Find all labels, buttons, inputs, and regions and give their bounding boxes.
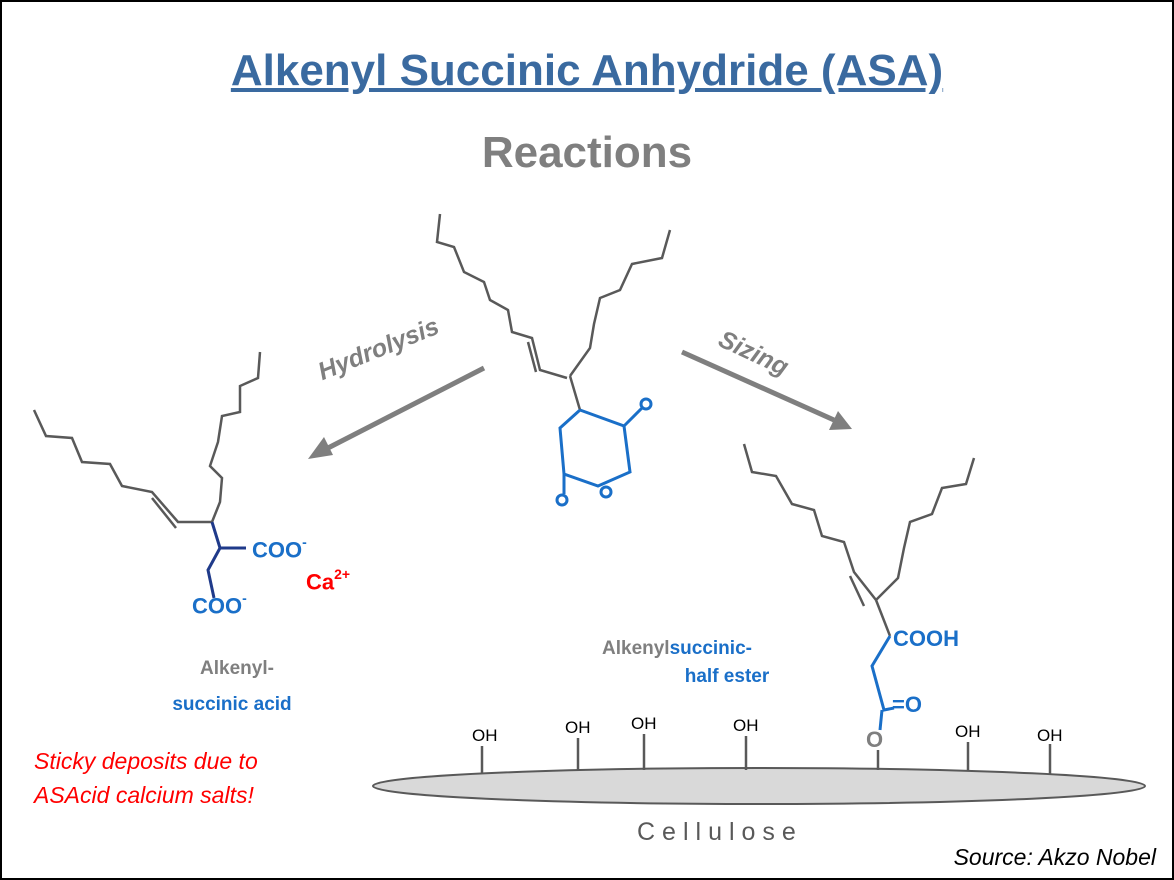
hydroxyl-label: OH (631, 714, 657, 733)
hydroxyl-label: OH (733, 716, 759, 735)
sizing-arrow-icon (680, 349, 852, 430)
asa-molecule-icon (435, 213, 672, 507)
ester-molecule-icon (742, 443, 976, 731)
acid-name-line1: Alkenyl- (200, 658, 274, 679)
acid-molecule-icon (32, 351, 262, 599)
hydroxyl-label: OH (955, 722, 981, 741)
slide-subtitle: Reactions (481, 128, 693, 177)
carbonyl-oxygen: =O (892, 692, 922, 717)
ester-name-line1: Alkenylsuccinic- (602, 638, 752, 659)
carboxylate-upper: COO- (252, 534, 307, 563)
acid-name-line2: succinic acid (172, 694, 292, 715)
hydroxyl-label: OH (472, 726, 498, 745)
hydrolysis-arrow-icon (308, 365, 486, 459)
carboxylate-lower: COO- (192, 590, 247, 619)
ester-oxygen: O (866, 727, 884, 752)
ester-name-line2: half ester (684, 666, 770, 687)
source-credit: Source: Akzo Nobel (953, 844, 1156, 870)
carboxylic-acid-group: COOH (893, 626, 959, 651)
cellulose-fiber-icon (372, 734, 1146, 805)
calcium-ion: Ca2+ (306, 566, 351, 595)
cellulose-label: Cellulose (637, 818, 803, 846)
slide-title: Alkenyl Succinic Anhydride (ASA) (230, 46, 944, 95)
hydroxyl-label: OH (1037, 726, 1063, 745)
hydroxyl-label: OH (565, 718, 591, 737)
